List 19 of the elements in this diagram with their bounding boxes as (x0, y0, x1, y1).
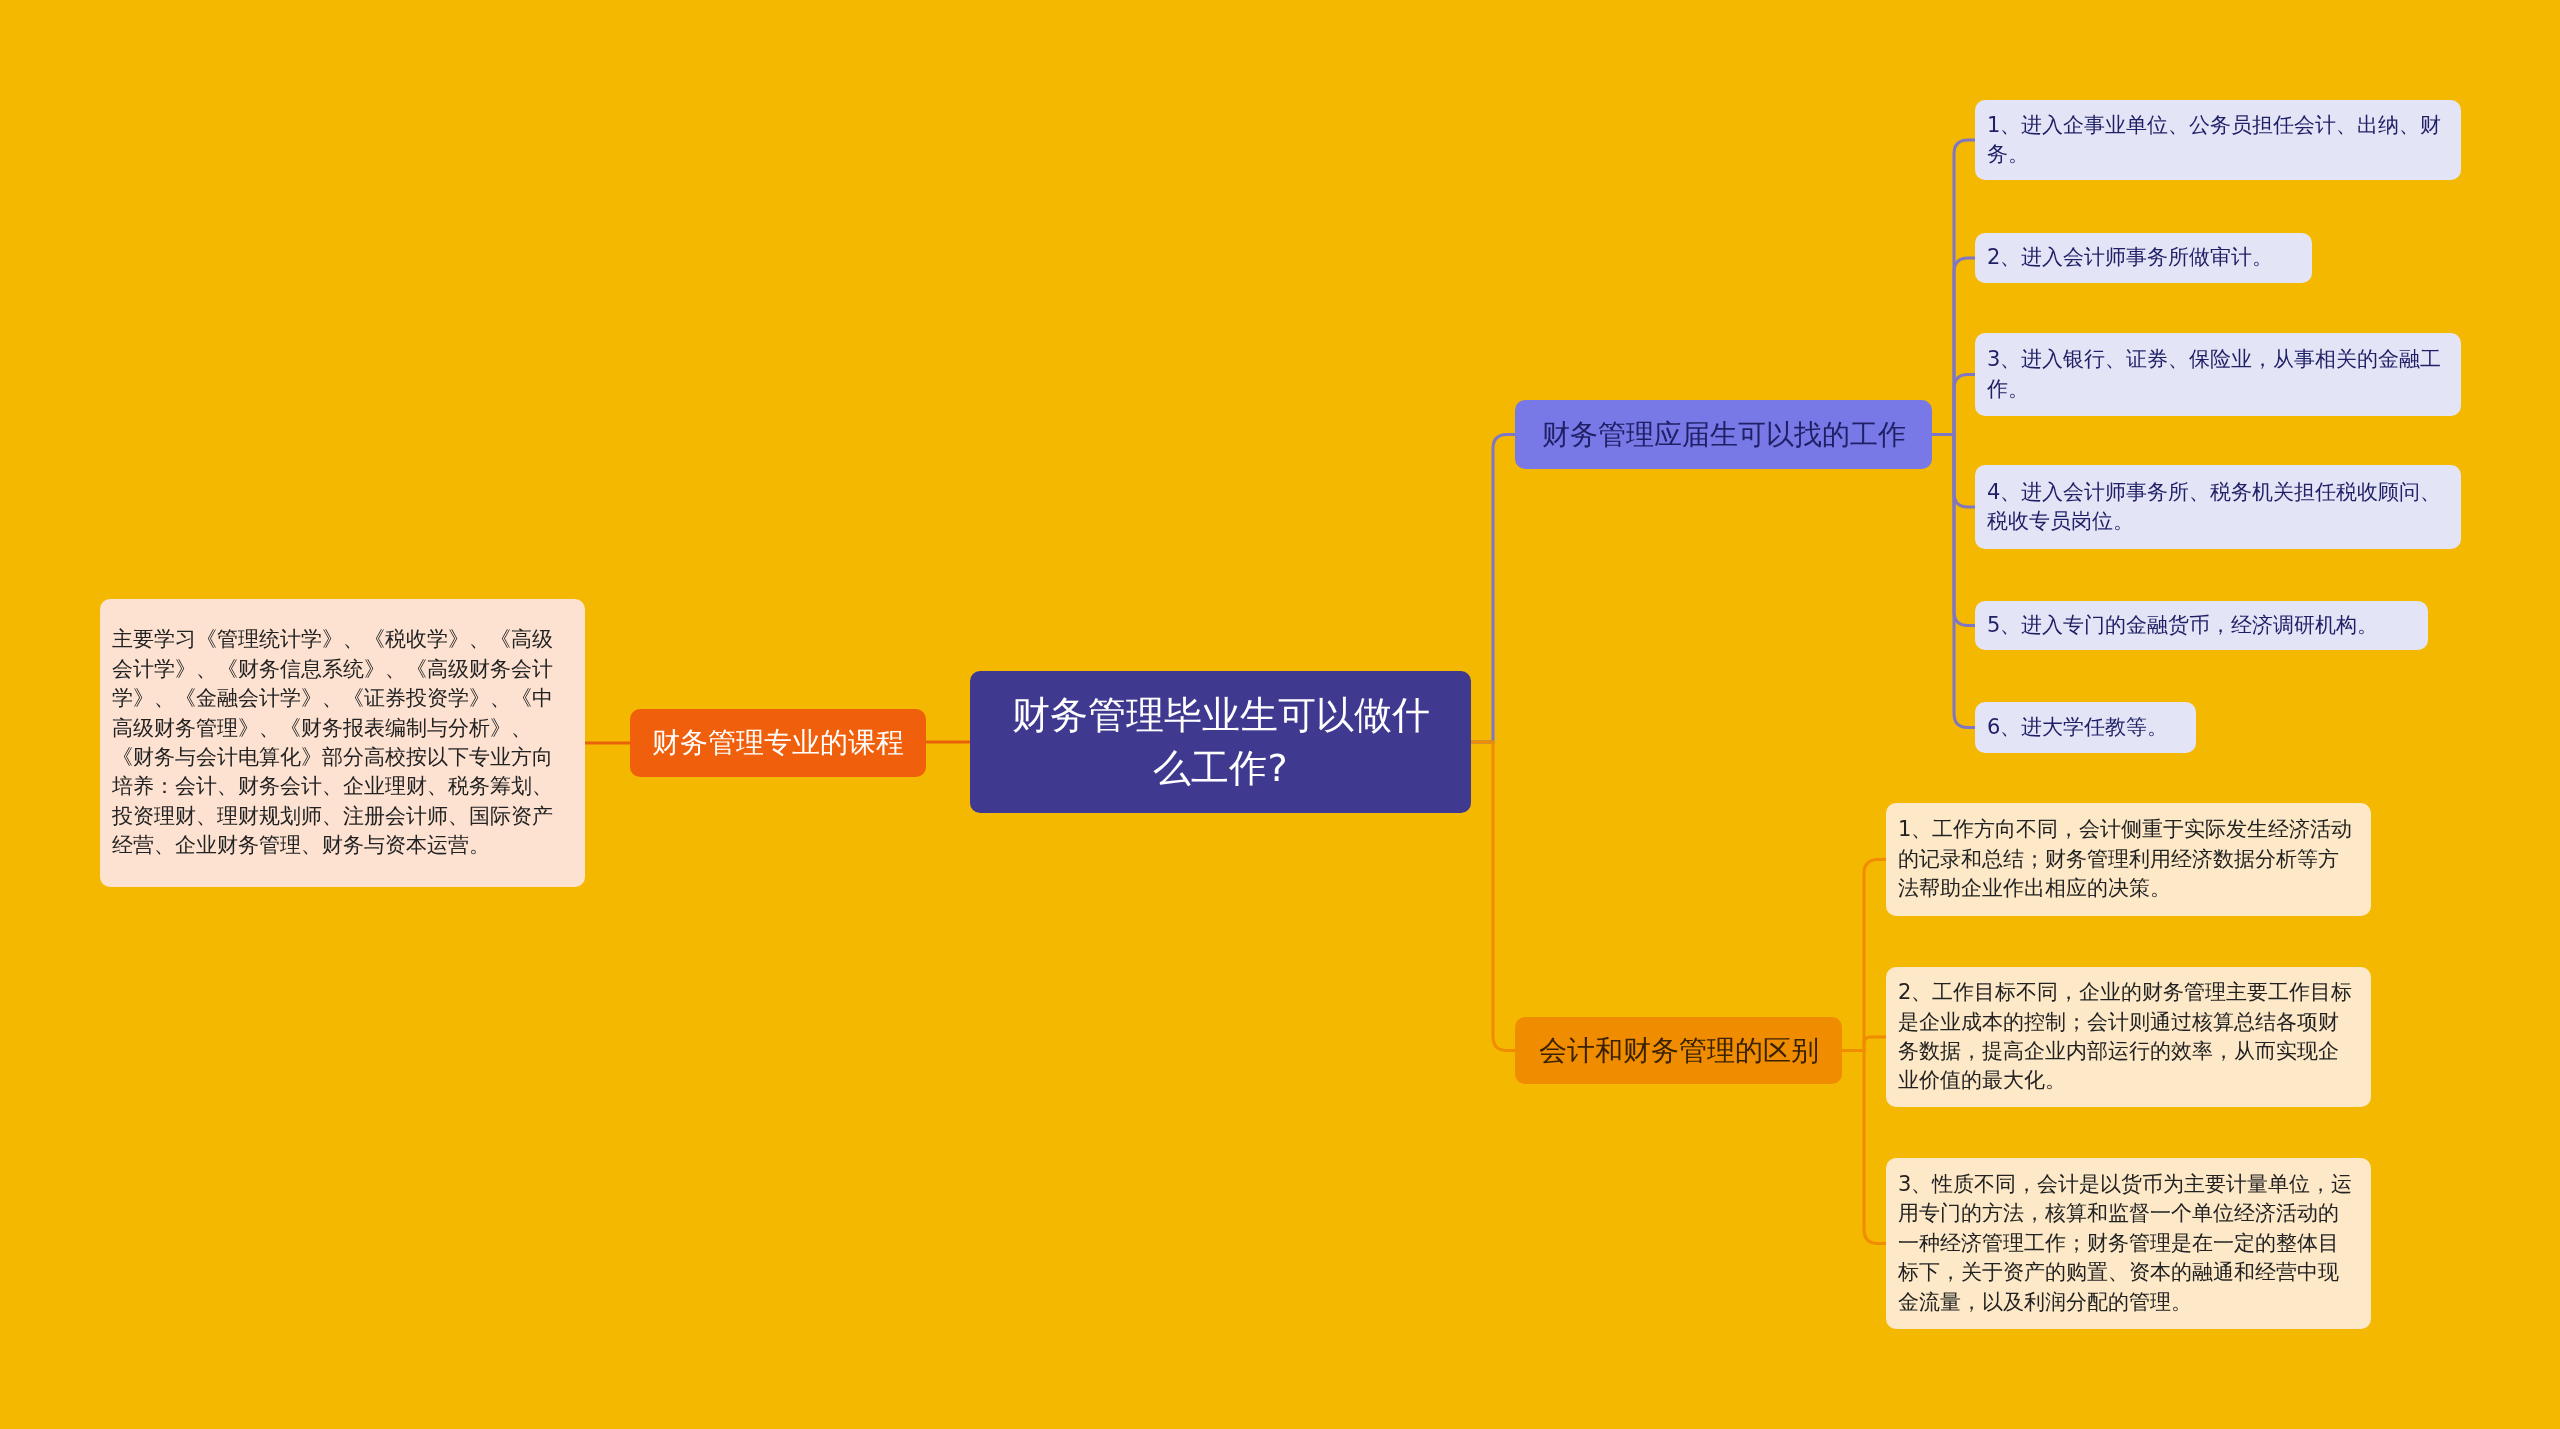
connector-line (1932, 433, 1975, 729)
text-card: 主要学习《管理统计学》、《税收学》、《高级会计学》、《财务信息系统》、《高级财务会计学》、《金融会计学》、《证券投资学》、《中高级财务管理》、《财务报表编制与分析》、《财务与会计电算化》部分高校按以下专业方向培养：会计、财务会计、企业理财、税务筹划、投资理财、理财规划师、注册会计师、国际资产经营、企业财务管理、财务与资本运营。 (100, 599, 585, 887)
text-card: 2、工作目标不同，企业的财务管理主要工作目标是企业成本的控制；会计则通过核算总结各项财务数据，提高企业内部运行的效率，从而实现企业价值的最大化。 (1886, 967, 2371, 1107)
topic-box: 会计和财务管理的区别 (1515, 1017, 1842, 1084)
connector-line (926, 740, 970, 744)
central-topic-box: 财务管理毕业生可以做什么工作? (970, 671, 1471, 813)
text-card: 3、进入银行、证券、保险业，从事相关的金融工作。 (1975, 333, 2461, 416)
connector-line (585, 741, 630, 745)
topic-box: 财务管理应届生可以找的工作 (1515, 400, 1932, 469)
text-card: 4、进入会计师事务所、税务机关担任税收顾问、税收专员岗位。 (1975, 465, 2461, 549)
text-card: 5、进入专门的金融货币，经济调研机构。 (1975, 601, 2428, 650)
topic-box: 财务管理专业的课程 (630, 709, 926, 777)
text-card: 6、进大学任教等。 (1975, 702, 2196, 753)
connector-line (1471, 740, 1515, 1052)
text-card: 1、工作方向不同，会计侧重于实际发生经济活动的记录和总结；财务管理利用经济数据分析等方法帮助企业作出相应的决策。 (1886, 803, 2371, 916)
text-card: 1、进入企事业单位、公务员担任会计、出纳、财务。 (1975, 100, 2461, 180)
text-card: 2、进入会计师事务所做审计。 (1975, 233, 2312, 283)
connector-line (1842, 1049, 1886, 1245)
text-card: 3、性质不同，会计是以货币为主要计量单位，运用专门的方法，核算和监督一个单位经济活动的一种经济管理工作；财务管理是在一定的整体目标下，关于资产的购置、资本的融通和经营中现金流量，以及利润分配的管理。 (1886, 1158, 2371, 1329)
